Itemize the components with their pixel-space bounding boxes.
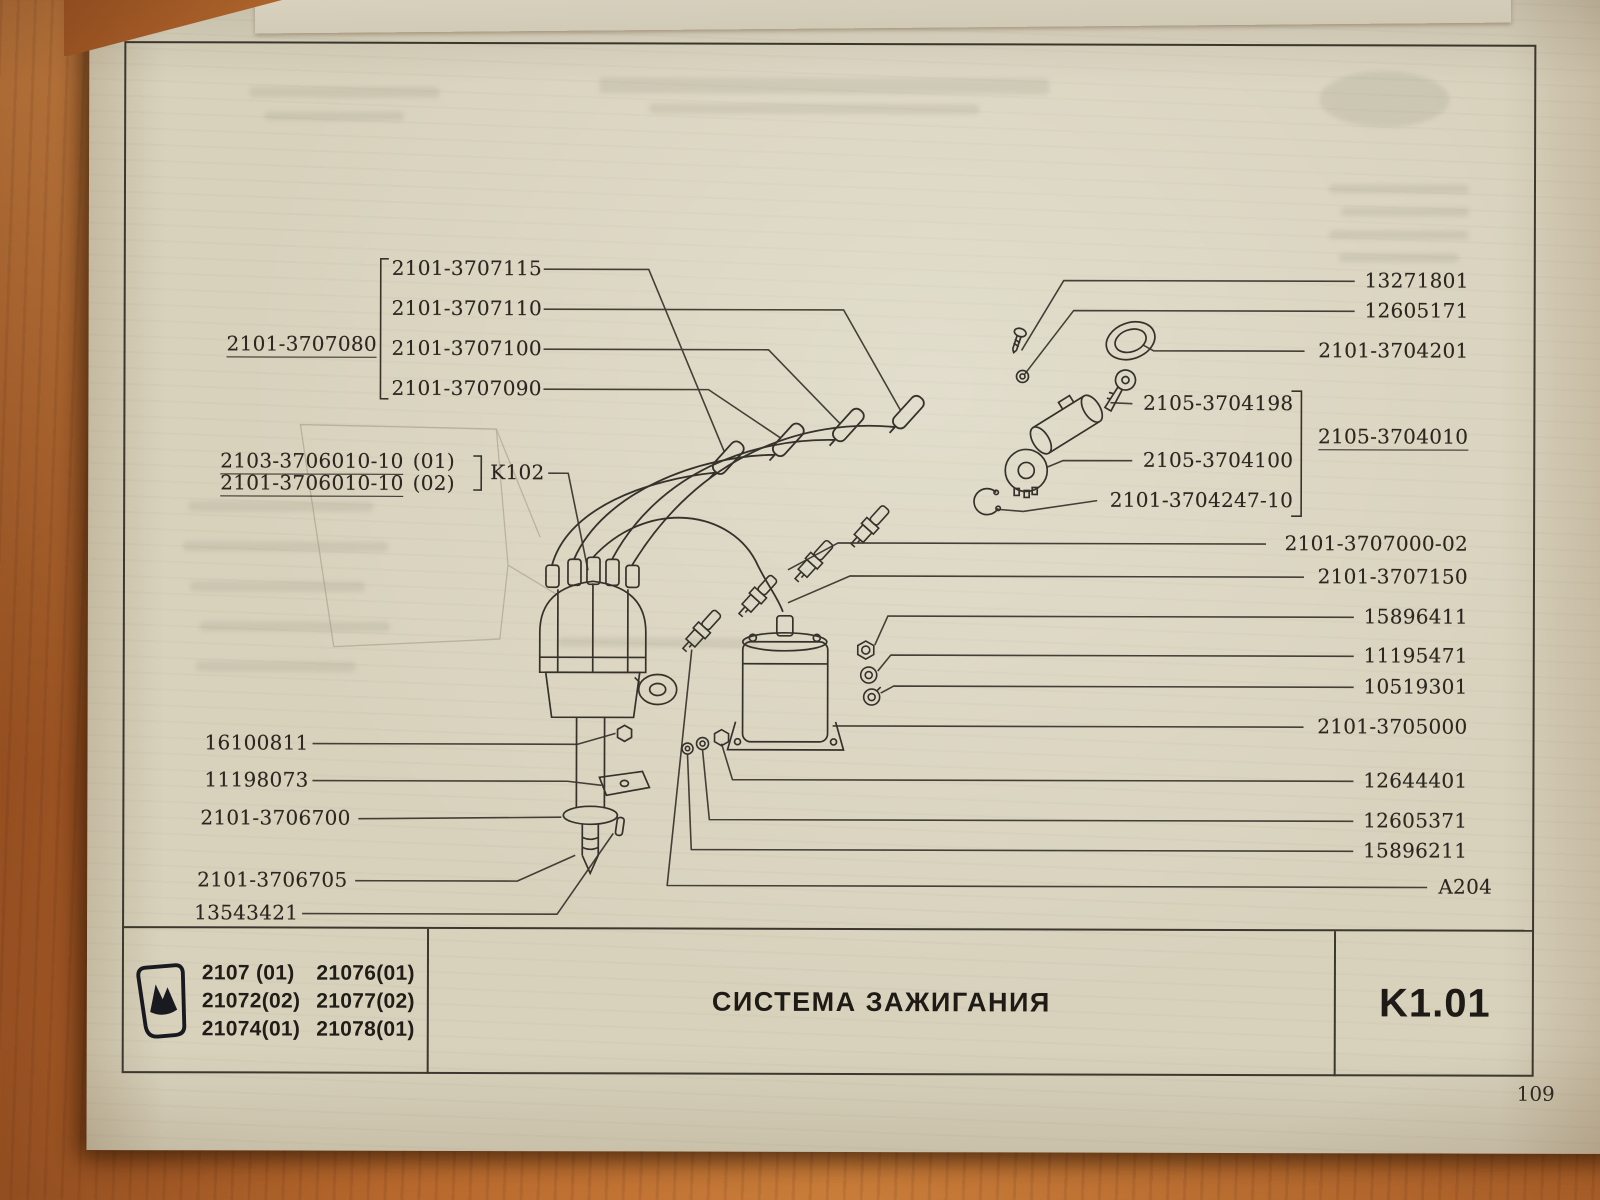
catalog-page: 2101-3707115 2101-3707110 2101-3707100 2… bbox=[86, 0, 1600, 1155]
part-label: 12605171 bbox=[1364, 298, 1469, 323]
model-number: 21078(01) bbox=[316, 1017, 415, 1041]
leader-lines bbox=[302, 268, 1428, 916]
title-block-code-cell: K1.01 bbox=[1333, 931, 1535, 1077]
page-number: 109 bbox=[1516, 1081, 1555, 1106]
ignition-switch-drawing bbox=[973, 320, 1156, 516]
part-label: 2101-3707000-02 bbox=[1284, 531, 1469, 556]
part-label: 2105-3704010 bbox=[1317, 424, 1469, 451]
spark-plug-wires bbox=[551, 392, 928, 613]
coil-fasteners bbox=[681, 640, 882, 755]
part-label: 12605371 bbox=[1363, 808, 1468, 833]
part-label: 16100811 bbox=[204, 730, 309, 755]
distributor-drawing bbox=[538, 556, 678, 876]
part-label: 2101-3707115 bbox=[391, 255, 543, 281]
part-label: 2105-3704100 bbox=[1142, 447, 1294, 473]
ignition-coil-drawing bbox=[726, 614, 845, 751]
part-label: 2101-3706705 bbox=[197, 867, 348, 892]
part-label: 2101-3707100 bbox=[391, 335, 542, 361]
part-label: 2105-3704198 bbox=[1143, 390, 1294, 416]
part-label: 11195471 bbox=[1363, 643, 1468, 668]
part-label: 2101-3707080 bbox=[226, 331, 377, 358]
part-label: 2101-3704201 bbox=[1318, 338, 1469, 363]
ignition-system-diagram bbox=[299, 257, 1428, 916]
part-label: 15896211 bbox=[1363, 838, 1468, 863]
model-number: 21072(02) bbox=[201, 988, 301, 1013]
title-block-models-cell: 2107 (01) 21076(01) 21072(02) 21077(02) … bbox=[121, 928, 430, 1074]
model-number: 2107 (01) bbox=[201, 960, 295, 985]
part-label: 12644401 bbox=[1363, 768, 1468, 793]
part-label: 2101-3706700 bbox=[200, 805, 351, 830]
part-label: A204 bbox=[1438, 874, 1493, 899]
part-label: 13543421 bbox=[194, 900, 299, 925]
part-label: 2101-3707150 bbox=[1317, 564, 1469, 589]
part-label: 13271801 bbox=[1364, 268, 1469, 293]
engine-outline bbox=[299, 423, 559, 648]
part-label: 2103-3706010-10(01) bbox=[220, 448, 456, 475]
part-label: 15896411 bbox=[1363, 604, 1468, 629]
group-ref-label: K102 bbox=[490, 460, 545, 485]
title-block: 2107 (01) 21076(01) 21072(02) 21077(02) … bbox=[121, 926, 1535, 1077]
model-number: 21076(01) bbox=[316, 961, 415, 985]
part-label: 11198073 bbox=[204, 767, 309, 792]
part-label: 2101-3706010-10(02) bbox=[220, 470, 455, 497]
part-label: 2101-3707110 bbox=[391, 295, 543, 321]
sheet-code: K1.01 bbox=[1378, 981, 1491, 1026]
part-label: 10519301 bbox=[1363, 674, 1468, 699]
model-list: 2107 (01) 21076(01) 21072(02) 21077(02) … bbox=[202, 961, 415, 1042]
part-label: 2101-3707090 bbox=[391, 375, 542, 401]
sheet-title: СИСТЕМА ЗАЖИГАНИЯ bbox=[711, 986, 1051, 1018]
model-number: 21074(01) bbox=[201, 1016, 301, 1041]
part-label: 2101-3704247-10 bbox=[1109, 487, 1294, 513]
model-number: 21077(02) bbox=[316, 989, 415, 1013]
lada-ladya-logo-icon bbox=[136, 962, 187, 1038]
title-block-title-cell: СИСТЕМА ЗАЖИГАНИЯ bbox=[429, 929, 1334, 1076]
part-label: 2101-3705000 bbox=[1317, 714, 1468, 739]
group-brackets bbox=[379, 257, 1303, 517]
